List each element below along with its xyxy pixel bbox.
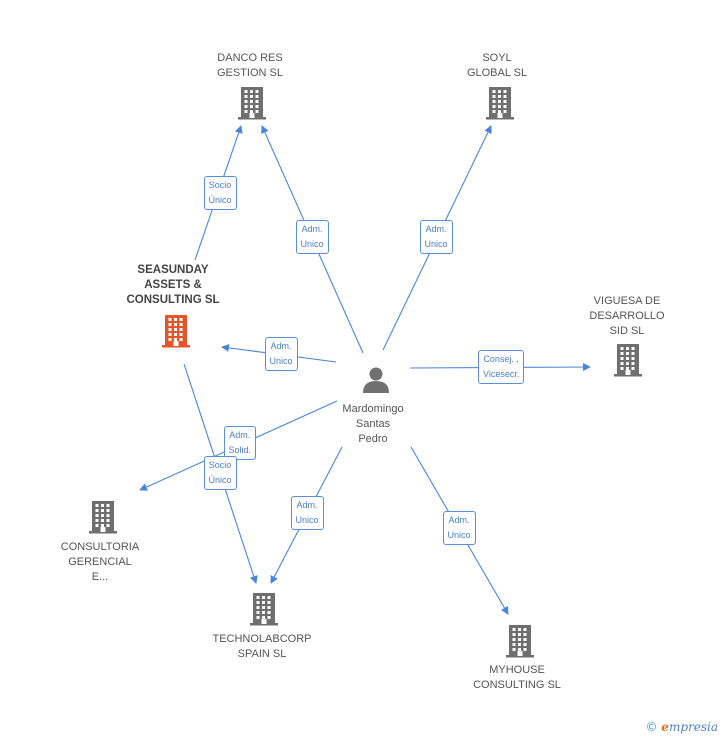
building-icon[interactable]: [613, 343, 643, 382]
relation-label-center-soyl[interactable]: Adm. Unico: [419, 220, 453, 254]
person-icon[interactable]: [361, 365, 391, 400]
brand-footer: © empresia: [645, 720, 718, 734]
relation-label-center-technolab[interactable]: Adm. Unico: [290, 496, 324, 530]
company-label-danco[interactable]: DANCO RES GESTION SL: [216, 52, 284, 79]
company-label-technolab[interactable]: TECHNOLABCORP SPAIN SL: [212, 633, 312, 660]
relation-label-seasunday-technolab[interactable]: Socio Único: [203, 456, 237, 490]
company-label-myhouse[interactable]: MYHOUSE CONSULTING SL: [473, 664, 561, 691]
relation-label-center-seasunday[interactable]: Adm. Unico: [264, 337, 298, 371]
company-label-soyl[interactable]: SOYL GLOBAL SL: [466, 52, 528, 79]
company-label-seasunday[interactable]: SEASUNDAY ASSETS & CONSULTING SL: [126, 264, 220, 306]
building-icon[interactable]: [505, 624, 535, 663]
brand-initial: e: [661, 720, 669, 734]
relation-label-seasunday-danco[interactable]: Socio Único: [203, 176, 237, 210]
company-label-consultoria[interactable]: CONSULTORIA GERENCIAL E...: [60, 541, 140, 583]
building-icon[interactable]: [237, 86, 267, 125]
building-icon[interactable]: [161, 314, 191, 353]
copyright-icon: ©: [645, 720, 658, 734]
relation-label-center-consultoria[interactable]: Adm. Solid.: [223, 426, 257, 460]
brand-name: mpresia: [668, 720, 718, 734]
relation-label-center-myhouse[interactable]: Adm. Unico: [442, 511, 476, 545]
company-label-viguesa[interactable]: VIGUESA DE DESARROLLO SID SL: [589, 295, 665, 337]
relation-label-center-viguesa[interactable]: Consej. , Vicesecr.: [478, 350, 525, 384]
building-icon[interactable]: [88, 500, 118, 539]
building-icon[interactable]: [249, 592, 279, 631]
building-icon[interactable]: [485, 86, 515, 125]
person-name-label[interactable]: Mardomingo Santas Pedro: [342, 403, 404, 445]
relation-label-center-danco[interactable]: Adm. Unico: [295, 220, 329, 254]
